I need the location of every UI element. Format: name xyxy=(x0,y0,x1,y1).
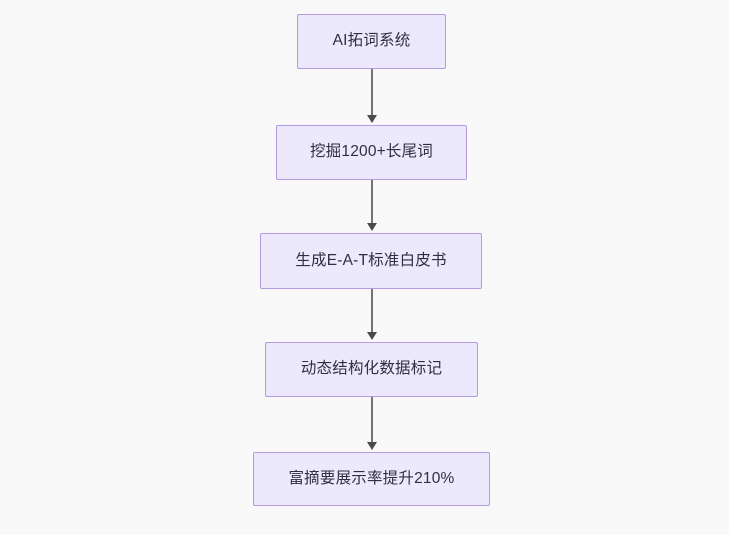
connector-n2-n3 xyxy=(371,180,373,225)
flow-node-mine-longtail-keywords[interactable]: 挖掘1200+长尾词 xyxy=(276,125,467,180)
connector-n3-n4 xyxy=(371,289,373,334)
flow-node-generate-eat-whitepaper[interactable]: 生成E-A-T标准白皮书 xyxy=(260,233,482,289)
flow-node-label: 挖掘1200+长尾词 xyxy=(309,143,434,161)
flow-node-rich-snippet-rate-increase[interactable]: 富摘要展示率提升210% xyxy=(253,452,490,506)
flow-node-dynamic-structured-data-markup[interactable]: 动态结构化数据标记 xyxy=(265,342,478,397)
flow-node-label: 动态结构化数据标记 xyxy=(300,360,443,378)
arrowhead-n3-n4 xyxy=(366,332,377,340)
connector-n4-n5 xyxy=(371,397,373,444)
arrowhead-n4-n5 xyxy=(366,442,377,450)
connector-n1-n2 xyxy=(371,69,373,117)
flow-node-label: 生成E-A-T标准白皮书 xyxy=(295,251,447,269)
flow-node-ai-keyword-system[interactable]: AI拓词系统 xyxy=(297,14,446,69)
arrowhead-n2-n3 xyxy=(366,223,377,231)
arrowhead-n1-n2 xyxy=(366,115,377,123)
flow-node-label: 富摘要展示率提升210% xyxy=(288,469,455,487)
flow-node-label: AI拓词系统 xyxy=(332,32,411,50)
